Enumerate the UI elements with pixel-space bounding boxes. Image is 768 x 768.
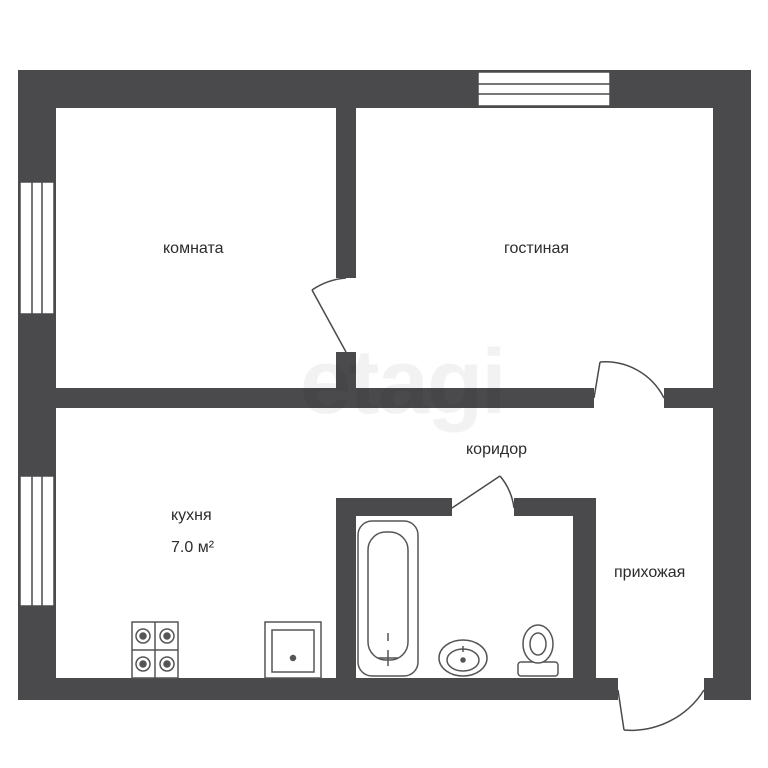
stove-icon (131, 621, 179, 679)
wall-partition-lower (336, 352, 356, 388)
bath-wall-left (336, 498, 356, 688)
washbasin-icon (438, 639, 488, 677)
wall-bottom-left (18, 678, 618, 700)
bathtub-icon (357, 520, 419, 677)
room-label-corridor: коридор (466, 441, 528, 458)
room-area-kitchen: 7.0 м² (171, 539, 215, 556)
door-room (311, 289, 347, 353)
windows (19, 71, 611, 607)
window-left-lower (19, 475, 55, 607)
doors (311, 277, 705, 732)
room-label-room: комната (163, 240, 224, 257)
fixtures (131, 520, 559, 679)
window-top (477, 71, 611, 107)
door-entrance (617, 689, 625, 731)
bath-wall-top-left (336, 498, 452, 516)
room-label-hallway: прихожая (614, 564, 686, 581)
watermark: etagi (300, 331, 507, 433)
door-living (593, 361, 601, 399)
wall-bottom-right (704, 678, 751, 700)
sink-icon (264, 621, 322, 679)
bath-wall-right (573, 498, 596, 688)
window-left-upper (19, 181, 55, 315)
wall-horizontal-1 (56, 388, 594, 408)
wall-partition-top (336, 100, 356, 278)
wall-right (713, 70, 751, 700)
room-label-kitchen: кухня (171, 507, 212, 524)
door-bathroom (451, 475, 501, 509)
toilet-icon (517, 624, 559, 677)
walls (18, 70, 751, 700)
wall-top (18, 70, 751, 108)
wall-horizontal-2 (664, 388, 716, 408)
room-label-living: гостиная (504, 240, 570, 257)
